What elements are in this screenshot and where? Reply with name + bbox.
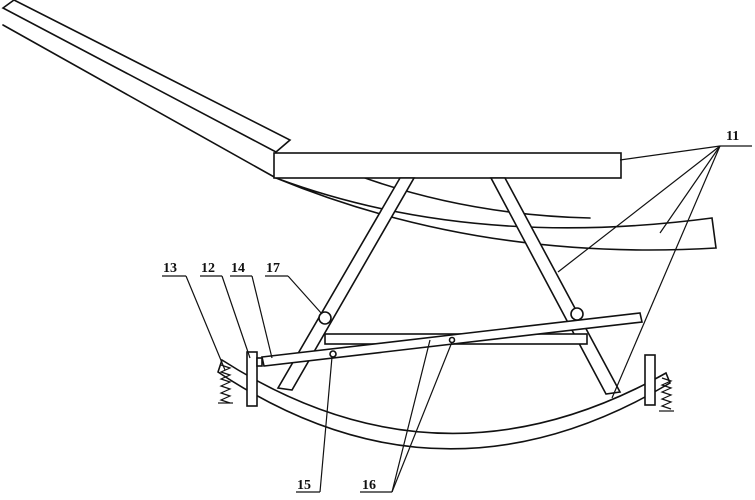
right-block [644,354,656,406]
left-pivot-circle [318,311,332,325]
backrest-board [1,0,292,153]
label-14: 14 [231,261,245,276]
backrest-lower-edge [2,24,277,179]
rocker-runner [217,358,671,450]
left-spring-icon [219,364,232,404]
right-leg [489,177,622,395]
label-13: 13 [163,261,177,276]
label-15: 15 [297,478,311,493]
left-block-clip [256,357,263,367]
pin-16 [448,336,456,344]
curved-seat-board [275,177,717,251]
label-12: 12 [201,261,215,276]
right-spring-icon [660,377,673,410]
label-17: 17 [266,261,280,276]
label-16: 16 [362,478,376,493]
pin-15 [329,350,337,358]
curved-seat-inner-line [364,177,591,219]
seat-frame [273,152,622,179]
left-block [246,351,258,407]
leader-lines [162,145,752,493]
right-pivot-circle [570,307,584,321]
label-11: 11 [726,129,739,144]
